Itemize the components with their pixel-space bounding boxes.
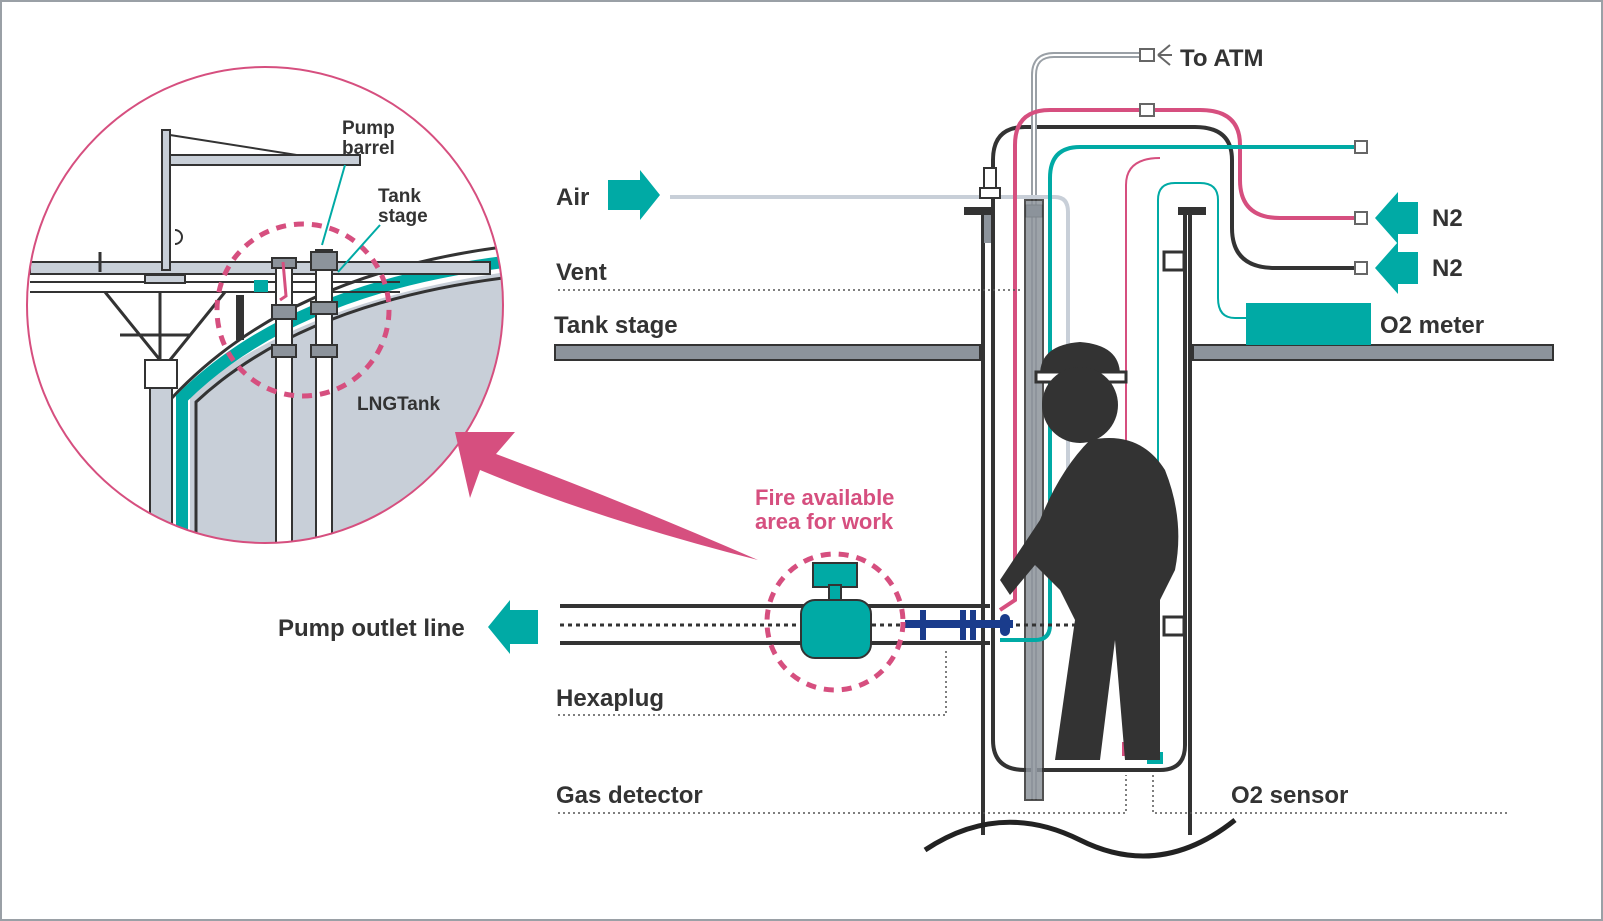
- air-line: [670, 195, 1070, 565]
- n2-upper-arrow-icon: [1375, 192, 1418, 244]
- atm-exhaust-icon: [1157, 44, 1172, 66]
- n2-lower-line: [991, 125, 1355, 772]
- to-atm-label: To ATM: [1180, 45, 1264, 72]
- inset-lng-tank-label: LNGTank: [357, 394, 440, 415]
- ground-line: [923, 818, 1237, 859]
- tank-stage-label: Tank stage: [554, 312, 678, 339]
- inset-pump-barrel-label-2: barrel: [342, 138, 395, 159]
- air-inlet-arrow-icon: [608, 170, 660, 220]
- pump-outlet-line-label: Pump outlet line: [278, 615, 465, 642]
- inset-tank-stage-label-1: Tank: [378, 186, 421, 207]
- hexaplug-label: Hexaplug: [556, 685, 664, 712]
- worker-figure: [1000, 342, 1179, 760]
- inset-pump-barrel-left: [271, 257, 297, 543]
- pump-outlet-arrow-icon: [488, 600, 538, 654]
- air-valve-icon: [979, 167, 1001, 199]
- magnify-arrow: [455, 432, 758, 560]
- tank-stage-plate-right: [1192, 344, 1554, 361]
- o2-sensor-label: O2 sensor: [1231, 782, 1348, 809]
- n2-lower-label: N2: [1432, 255, 1463, 282]
- inset-magnified-view: [27, 67, 503, 543]
- tank-wall-outer: [168, 243, 503, 543]
- n2-lower-arrow-icon: [1375, 242, 1418, 294]
- inset-tank-stage-label-2: stage: [378, 206, 428, 227]
- outlet-valve: [800, 562, 872, 659]
- n2-upper-label: N2: [1432, 205, 1463, 232]
- gas-detector-label: Gas detector: [556, 782, 703, 809]
- n2-upper-line: [998, 108, 1355, 612]
- hexaplug: [905, 610, 1013, 640]
- inset-pump-barrel-right: [310, 249, 338, 543]
- fire-area-label-2: area for work: [755, 509, 894, 534]
- air-label: Air: [556, 184, 589, 211]
- o2-meter-label: O2 meter: [1380, 312, 1484, 339]
- o2-meter-box: [1246, 303, 1371, 345]
- inset-pump-barrel-label-1: Pump: [342, 118, 395, 139]
- o2-sensor-line: [1157, 182, 1246, 760]
- inset-circle-border: [26, 66, 504, 544]
- inset-fire-area-marker: [214, 221, 392, 399]
- fire-area-label-1: Fire available: [755, 485, 894, 510]
- tank-stage-plate-left: [554, 344, 981, 361]
- fire-area-marker: [764, 551, 906, 693]
- crane-mast: [161, 129, 171, 271]
- gas-detector-line: [1125, 157, 1161, 752]
- vent-label: Vent: [556, 259, 607, 286]
